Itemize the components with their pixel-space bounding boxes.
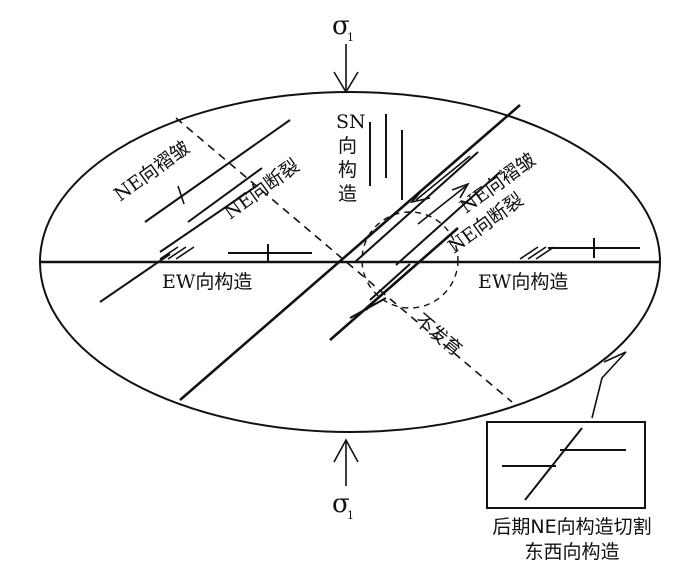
ew-shear-ticks-left — [159, 246, 195, 260]
shear-half-arrow-lower — [417, 182, 470, 225]
label-sn-1: SN — [336, 111, 366, 133]
ew-fold-left — [228, 244, 312, 262]
ew-fold-right — [548, 238, 640, 258]
sigma1-top-label: σ 1 — [332, 11, 354, 44]
undeveloped-dashed-line — [175, 117, 513, 403]
svg-text:1: 1 — [347, 31, 354, 44]
sn-structure-lines — [369, 114, 403, 200]
label-sn-3: 构 — [338, 159, 357, 181]
label-undeveloped: 不发育 — [411, 310, 466, 361]
svg-text:1: 1 — [347, 509, 354, 522]
tail-lines — [349, 291, 387, 319]
inset-caption-line2: 东西向构造 — [524, 541, 620, 563]
label-ew-left: EW向构造 — [162, 271, 252, 293]
bottom-compression-arrow — [333, 438, 359, 486]
top-compression-arrow — [333, 44, 359, 94]
inset-caption-line1: 后期NE向构造切割 — [492, 516, 652, 538]
label-ew-right: EW向构造 — [478, 271, 568, 293]
highlight-dashed-circle — [361, 211, 459, 309]
ne-left-lines — [99, 119, 291, 303]
inset-diagram — [502, 427, 626, 501]
ne-fold-axis-tick-left — [177, 185, 185, 205]
sigma1-bottom-label: σ 1 — [332, 489, 354, 522]
ew-shear-ticks-right — [519, 246, 555, 260]
svg-text:σ: σ — [332, 11, 350, 41]
label-sn-2: 向 — [338, 135, 357, 157]
shear-half-arrow-upper — [409, 155, 471, 204]
svg-text:σ: σ — [332, 489, 350, 519]
callout-pointer — [591, 351, 627, 419]
label-sn-4: 造 — [338, 183, 357, 205]
ne-main-faults — [179, 104, 521, 401]
